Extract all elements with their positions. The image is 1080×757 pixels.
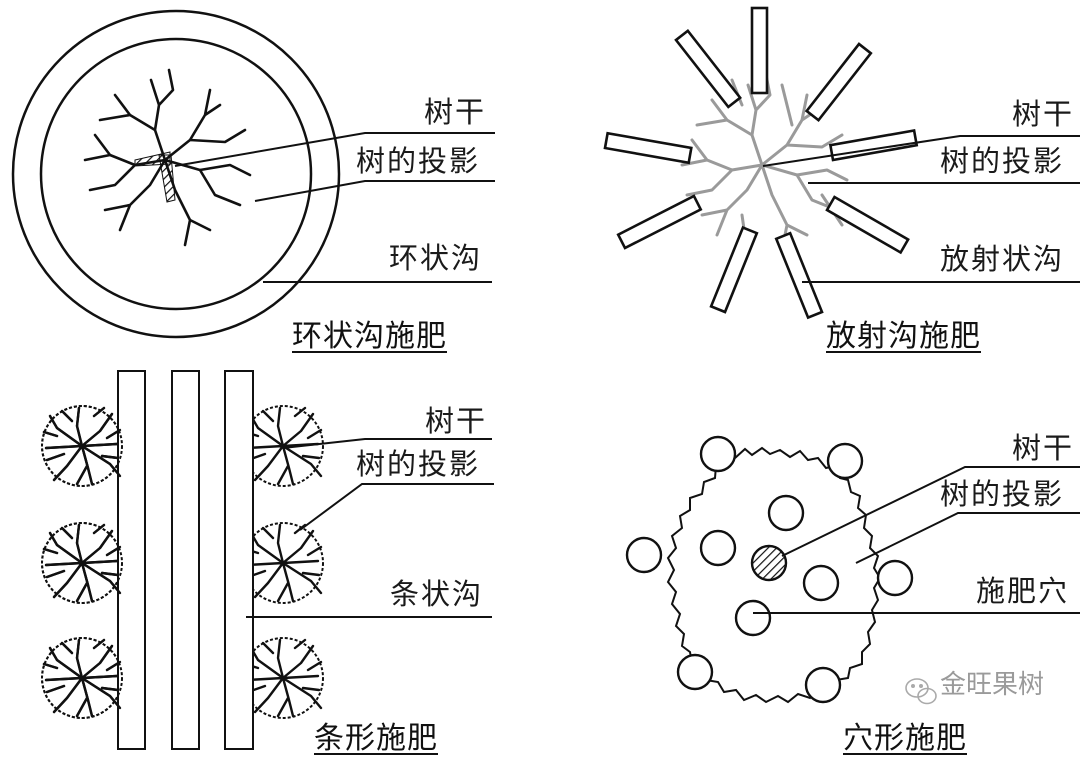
leader-trunk — [174, 132, 495, 167]
tree-canopy-icon — [241, 404, 325, 488]
label-canopy: 树的投影 — [940, 477, 1065, 511]
panel-strip-trench — [40, 370, 494, 750]
panel-title: 放射沟施肥 — [826, 319, 981, 354]
panel-ring-trench — [11, 9, 495, 339]
panel-title: 穴形施肥 — [843, 721, 967, 756]
leader-trunk — [762, 135, 1080, 167]
tree-canopy-icon — [241, 521, 325, 605]
label-trench: 环状沟 — [389, 241, 483, 275]
leader-canopy — [855, 512, 1080, 564]
outer-ring-circle — [11, 9, 341, 339]
label-trench: 条状沟 — [390, 577, 484, 611]
label-canopy: 树的投影 — [940, 144, 1065, 178]
tree-canopy-icon — [241, 636, 325, 720]
label-trench: 放射状沟 — [940, 242, 1065, 276]
label-trunk: 树干 — [425, 404, 488, 438]
leader-trunk — [781, 466, 1080, 557]
leader-canopy — [299, 483, 494, 531]
strip-trench-bars — [117, 370, 254, 750]
panel-title: 条形施肥 — [314, 721, 438, 756]
leader-canopy — [254, 180, 495, 202]
watermark-text: 金旺果树 — [940, 670, 1045, 700]
fertilizer-holes — [625, 435, 914, 704]
inner-ring-circle — [39, 37, 313, 311]
panel-title: 环状沟施肥 — [292, 319, 447, 354]
label-canopy: 树的投影 — [356, 144, 481, 178]
leader-trunk — [282, 438, 492, 449]
label-trunk: 树干 — [1012, 97, 1075, 131]
label-hole: 施肥穴 — [976, 574, 1070, 608]
panel-radial-trench — [603, 6, 1080, 320]
label-trunk: 树干 — [424, 95, 487, 129]
trunk-hatched-circle — [750, 544, 788, 582]
panel-hole-fertilization — [625, 435, 1080, 704]
label-canopy: 树的投影 — [356, 447, 481, 481]
label-trunk: 树干 — [1012, 431, 1075, 465]
wechat-icon — [905, 678, 937, 705]
